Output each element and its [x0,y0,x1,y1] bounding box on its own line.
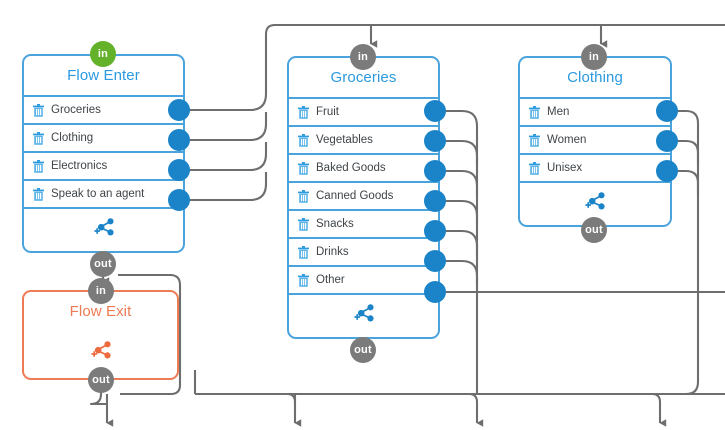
port-out[interactable] [656,160,678,182]
port-out[interactable] [168,159,190,181]
port-out[interactable] [424,130,446,152]
node-row-label: Canned Goods [316,190,394,202]
port-out[interactable] [424,100,446,122]
node-row-label: Speak to an agent [51,188,145,200]
node-row[interactable]: Vegetables [289,127,438,155]
node-row-label: Snacks [316,218,354,230]
trash-icon[interactable] [298,189,309,203]
trash-icon[interactable] [298,217,309,231]
node-row[interactable]: Men [520,99,670,127]
node-row-label: Women [547,134,587,146]
trash-icon[interactable] [529,161,540,175]
node-row-label: Other [316,274,345,286]
node-row[interactable]: Canned Goods [289,183,438,211]
badge-in[interactable]: in [90,41,116,67]
trash-icon[interactable] [33,159,44,173]
port-out[interactable] [168,129,190,151]
port-out[interactable] [168,189,190,211]
node-row[interactable]: Fruit [289,99,438,127]
node-footer [289,295,438,337]
node-row-label: Electronics [51,160,108,172]
node-row[interactable]: Clothing [24,125,183,153]
badge-out[interactable]: out [350,337,376,363]
node-row-label: Vegetables [316,134,373,146]
port-out[interactable] [656,130,678,152]
node-row[interactable]: Unisex [520,155,670,183]
node-row-label: Men [547,106,570,118]
port-out[interactable] [424,160,446,182]
share-plus-icon[interactable] [351,303,377,330]
trash-icon[interactable] [33,103,44,117]
port-out[interactable] [424,281,446,303]
trash-icon[interactable] [33,187,44,201]
node-row[interactable]: Drinks [289,239,438,267]
node-rows: Men Women Unisex [520,99,670,183]
trash-icon[interactable] [298,161,309,175]
node-rows: Groceries Clothing Electronics Speak to … [24,97,183,209]
badge-in[interactable]: in [350,44,376,70]
node-row-label: Clothing [51,132,94,144]
badge-out[interactable]: out [90,251,116,277]
node-row[interactable]: Groceries [24,97,183,125]
port-out[interactable] [424,220,446,242]
trash-icon[interactable] [298,245,309,259]
node-row[interactable]: Other [289,267,438,295]
node-row[interactable]: Electronics [24,153,183,181]
node-row-label: Fruit [316,106,339,118]
node-title: Flow Exit [69,303,132,320]
share-plus-icon[interactable] [91,217,117,244]
trash-icon[interactable] [298,105,309,119]
node-row-label: Groceries [51,104,101,116]
node-footer [24,331,177,375]
node-groceries[interactable]: Groceries Fruit Vegetables Baked Goods [287,56,440,339]
trash-icon[interactable] [33,131,44,145]
trash-icon[interactable] [298,133,309,147]
node-title: Flow Enter [24,56,183,97]
node-row-label: Unisex [547,162,583,174]
node-row-label: Drinks [316,246,349,258]
port-out[interactable] [424,190,446,212]
node-clothing[interactable]: Clothing Men Women Unisex [518,56,672,227]
node-row[interactable]: Snacks [289,211,438,239]
badge-in[interactable]: in [88,278,114,304]
badge-out[interactable]: out [581,217,607,243]
badge-in[interactable]: in [581,44,607,70]
node-row[interactable]: Women [520,127,670,155]
port-out[interactable] [168,99,190,121]
node-footer [520,183,670,225]
share-plus-icon[interactable] [88,340,114,367]
port-out[interactable] [656,100,678,122]
node-footer [24,209,183,251]
node-row[interactable]: Speak to an agent [24,181,183,209]
node-rows: Fruit Vegetables Baked Goods Canned Good… [289,99,438,295]
share-plus-icon[interactable] [582,191,608,218]
badge-out[interactable]: out [88,367,114,393]
trash-icon[interactable] [298,273,309,287]
node-row[interactable]: Baked Goods [289,155,438,183]
node-row-label: Baked Goods [316,162,386,174]
trash-icon[interactable] [529,105,540,119]
trash-icon[interactable] [529,133,540,147]
port-out[interactable] [424,250,446,272]
node-flow-enter[interactable]: Flow Enter Groceries Clothing Electronic… [22,54,185,253]
